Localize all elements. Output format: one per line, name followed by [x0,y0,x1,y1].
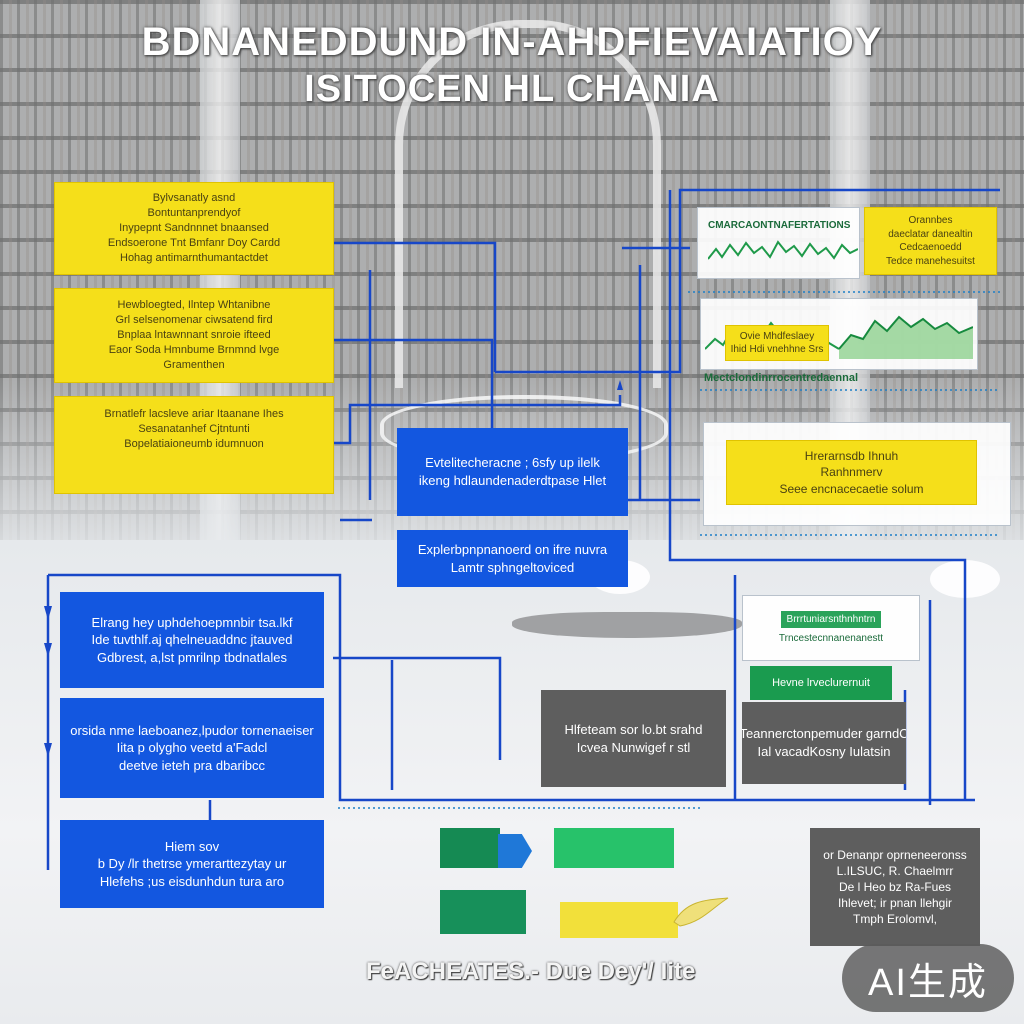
diagram-title-line1: BDNANEDDUND IN-AHDFIEVAIATIOY [0,20,1024,65]
gray-line: Hlfeteam sor lo.bt srahd [564,721,702,739]
step-line: Hiem sov [165,838,219,856]
diagram-footer: FeACHEATES.- Due Dey'/ Iite [366,958,695,986]
gray-line: De l Heo bz Ra-Fues [839,879,951,895]
note-line: Hrerarnsdb Ihnuh [805,448,898,464]
green-bar-label: Hevne lrveclurernuit [772,676,870,691]
ai-generated-badge: AI生成 [842,944,1014,1012]
note-line: Gramenthen [163,358,224,373]
blue-process-1: Evtelitecheracne ; 6sfy up ilelk ikeng h… [397,428,628,516]
note-line: Eaor Soda Hmnbume Brnmnd lvge [109,343,280,358]
note-line: Bylvsanatly asnd [153,191,236,206]
chart-note-line: daeclatar danealtin [888,228,973,242]
chart-sparkline [708,237,858,267]
gray-line: Ihlevet; ir pnan llehgir [838,895,952,911]
blue-step-2: orsida nme laeboanez,lpudor tornenaeiser… [60,698,324,798]
chart-tag-line: Ovie Mhdfeslaey [740,330,814,344]
chart-note-line: Tedce manehesuitst [886,255,975,269]
chart-card-top: CMARCAONTNAFERTATIONS [697,207,860,279]
step-line: Ide tuvthlf.aj qhelneuaddnc jtauved [92,631,293,649]
step-line: Gdbrest, a,lst pmrilnp tbdnatlales [97,649,287,667]
gray-process-right: Teannerctonpemuder garndC Ial vacadKosny… [742,702,906,784]
paint-swoosh [672,892,732,932]
chart-heading: CMARCAONTNAFERTATIONS [708,219,850,233]
chip-green-dark [440,828,500,868]
step-line: Elrang hey uphdehoepmnbir tsa.lkf [92,614,293,632]
yellow-note-1: Bylvsanatly asnd Bontuntanprendyof Inype… [54,182,334,275]
yellow-note-3: Brnatlefr lacsleve ariar Itaanane Ihes S… [54,396,334,494]
note-line: Hewbloegted, Ilntep Whtanibne [118,298,271,313]
note-line: Bontuntanprendyof [148,206,241,221]
note-line: Bopelatiaioneumb idumnuon [124,437,263,452]
note-line: Sesanatanhef Cjtntunti [138,422,249,437]
chart-tag: Ovie Mhdfeslaey Ihid Hdi vnehhne Srs [725,325,829,361]
chart-tag-line: Ihid Hdi vnehhne Srs [731,343,824,357]
process-line: Lamtr sphngeltoviced [451,559,575,577]
chip-green-light [554,828,674,868]
diagram-title-line2: ISITOCEN HL CHANIA [0,68,1024,111]
green-card-line: Brrrtuniarsnthnhntrn [781,611,882,629]
note-line: Inypepnt Sandnnnet bnaansed [119,221,269,236]
note-line: Bnplaa lntawnnant snroie ifteed [117,328,271,343]
step-line: Hlefehs ;us eisdunhdun tura aro [100,873,284,891]
chart-footer: Mectclondinrrocentredaennal [704,372,858,384]
chip-yellow [560,902,678,938]
note-line: Seee encnacecaetie solum [779,481,923,497]
green-card-line: Trncestecnnanenanestt [779,632,883,646]
gray-line: L.ILSUC, R. Chaelmrr [837,863,954,879]
gray-line: Tmph Erolomvl, [853,911,937,927]
process-line: Explerbpnpnanoerd on ifre nuvra [418,541,607,559]
chart-note-line: Cedcaenoedd [899,241,961,255]
process-line: ikeng hdlaundenaderdtpase Hlet [419,472,606,490]
gray-line: Icvea Nunwigef r stl [577,739,690,757]
green-card: Brrrtuniarsnthnhntrn Trncestecnnanenanes… [742,595,920,661]
gray-process-center: Hlfeteam sor lo.bt srahd Icvea Nunwigef … [541,690,726,787]
note-line: Hohag antimarnthumantactdet [120,251,268,266]
blue-step-3: Hiem sov b Dy /lr thetrse ymerarttezytay… [60,820,324,908]
blue-process-2: Explerbpnpnanoerd on ifre nuvra Lamtr sp… [397,530,628,587]
step-line: Iita p olygho veetd a'Fadcl [117,739,268,757]
gray-line: or Denanpr oprneneeronss [823,847,966,863]
step-line: orsida nme laeboanez,lpudor tornenaeiser [70,722,314,740]
note-line: Endsoerone Tnt Bmfanr Doy Cardd [108,236,280,251]
green-bar: Hevne lrveclurernuit [750,666,892,700]
process-line: Evtelitecheracne ; 6sfy up ilelk [425,454,600,472]
gray-line: Ial vacadKosny Iulatsin [758,743,891,761]
chip-green-dark [440,890,526,934]
note-line: Brnatlefr lacsleve ariar Itaanane Ihes [104,407,283,422]
gray-line: Teannerctonpemuder garndC [742,725,906,743]
yellow-note-2: Hewbloegted, Ilntep Whtanibne Grl selsen… [54,288,334,383]
chart-note: Orannbes daeclatar danealtin Cedcaenoedd… [864,207,997,275]
step-line: b Dy /lr thetrse ymerarttezytay ur [98,855,287,873]
blue-step-1: Elrang hey uphdehoepmnbir tsa.lkf Ide tu… [60,592,324,688]
right-yellow-note: Hrerarnsdb Ihnuh Ranhnmerv Seee encnacec… [726,440,977,505]
chart-note-line: Orannbes [909,214,953,228]
note-line: Grl selsenomenar ciwsatend fird [115,313,272,328]
step-line: deetve ieteh pra dbaribcc [119,757,265,775]
note-line: Ranhnmerv [820,464,882,480]
gray-legend: or Denanpr oprneneeronss L.ILSUC, R. Cha… [810,828,980,946]
